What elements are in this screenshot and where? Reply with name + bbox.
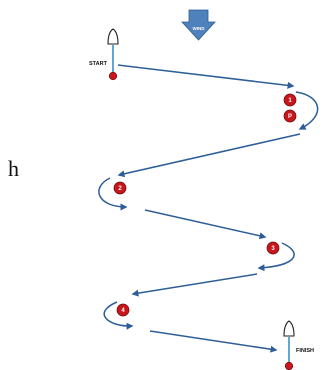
wind-label: WIND xyxy=(193,26,206,31)
rounding-mark-3 xyxy=(257,242,295,272)
leg-mark-2-to-mark-3 xyxy=(144,209,267,240)
rounding-mark-4 xyxy=(103,301,134,330)
mark-4: 4 xyxy=(116,303,130,317)
mark-3: 3 xyxy=(266,241,280,255)
mark-2: 2 xyxy=(113,181,127,195)
finish-label: FINISH xyxy=(296,348,314,354)
leg-mark-4-to-finish xyxy=(149,330,278,353)
mark-4-label: 4 xyxy=(121,308,125,314)
wind-arrow-icon: WIND xyxy=(181,9,216,41)
mark-p: P xyxy=(283,109,297,123)
mark-1: 1 xyxy=(283,93,297,107)
side-letter-h: h xyxy=(8,156,19,181)
leg-mark-3-to-mark-4 xyxy=(131,273,258,297)
leg-start-to-mark-1 xyxy=(117,64,295,89)
mark-3-label: 3 xyxy=(271,246,275,252)
mark-p-label: P xyxy=(288,114,292,120)
finish-boat-icon xyxy=(283,320,295,370)
start-label: START xyxy=(89,61,108,67)
leg-mark-1-to-mark-2 xyxy=(117,133,301,178)
committee-boat-icon xyxy=(107,28,119,81)
mark-2-label: 2 xyxy=(118,186,122,192)
mark-1-label: 1 xyxy=(288,98,292,104)
rounding-mark-1 xyxy=(295,91,319,130)
rounding-mark-2 xyxy=(98,177,128,211)
